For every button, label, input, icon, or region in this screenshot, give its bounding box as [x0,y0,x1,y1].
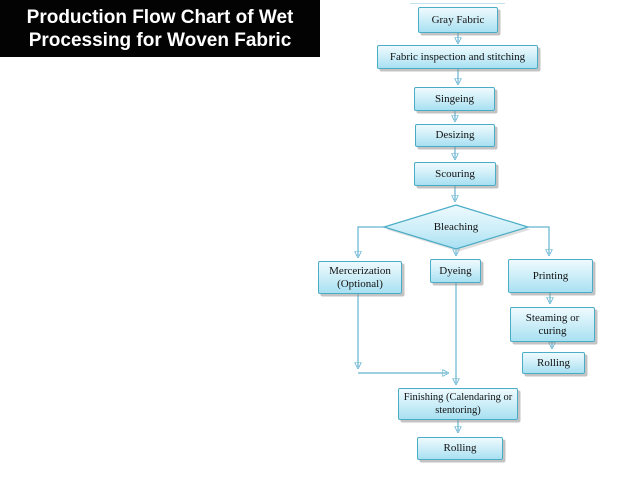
connector-bleaching-printing [528,226,549,254]
node-bleaching-label: Bleaching [433,221,479,233]
connector-bleaching-mercerization [358,226,384,256]
node-rolling-bottom: Rolling [417,437,503,460]
slide-title-line-1: Production Flow Chart of Wet [26,6,294,28]
node-mercerization: Mercerization (Optional) [318,261,402,294]
decorative-line [410,3,505,4]
node-scouring: Scouring [414,162,496,186]
node-steaming-curing: Steaming or curing [510,307,595,342]
node-printing: Printing [508,259,593,293]
slide-title-line-2: Processing for Woven Fabric [28,29,292,51]
node-rolling-right: Rolling [522,352,585,374]
node-gray-fabric: Gray Fabric [418,7,498,33]
node-singeing: Singeing [414,87,495,111]
node-desizing: Desizing [415,124,495,147]
slide-title: Production Flow Chart of Wet Processing … [0,0,320,57]
node-finishing: Finishing (Calendaring or stentoring) [398,388,518,420]
node-dyeing: Dyeing [430,259,481,283]
node-fabric-inspection: Fabric inspection and stitching [377,45,538,69]
